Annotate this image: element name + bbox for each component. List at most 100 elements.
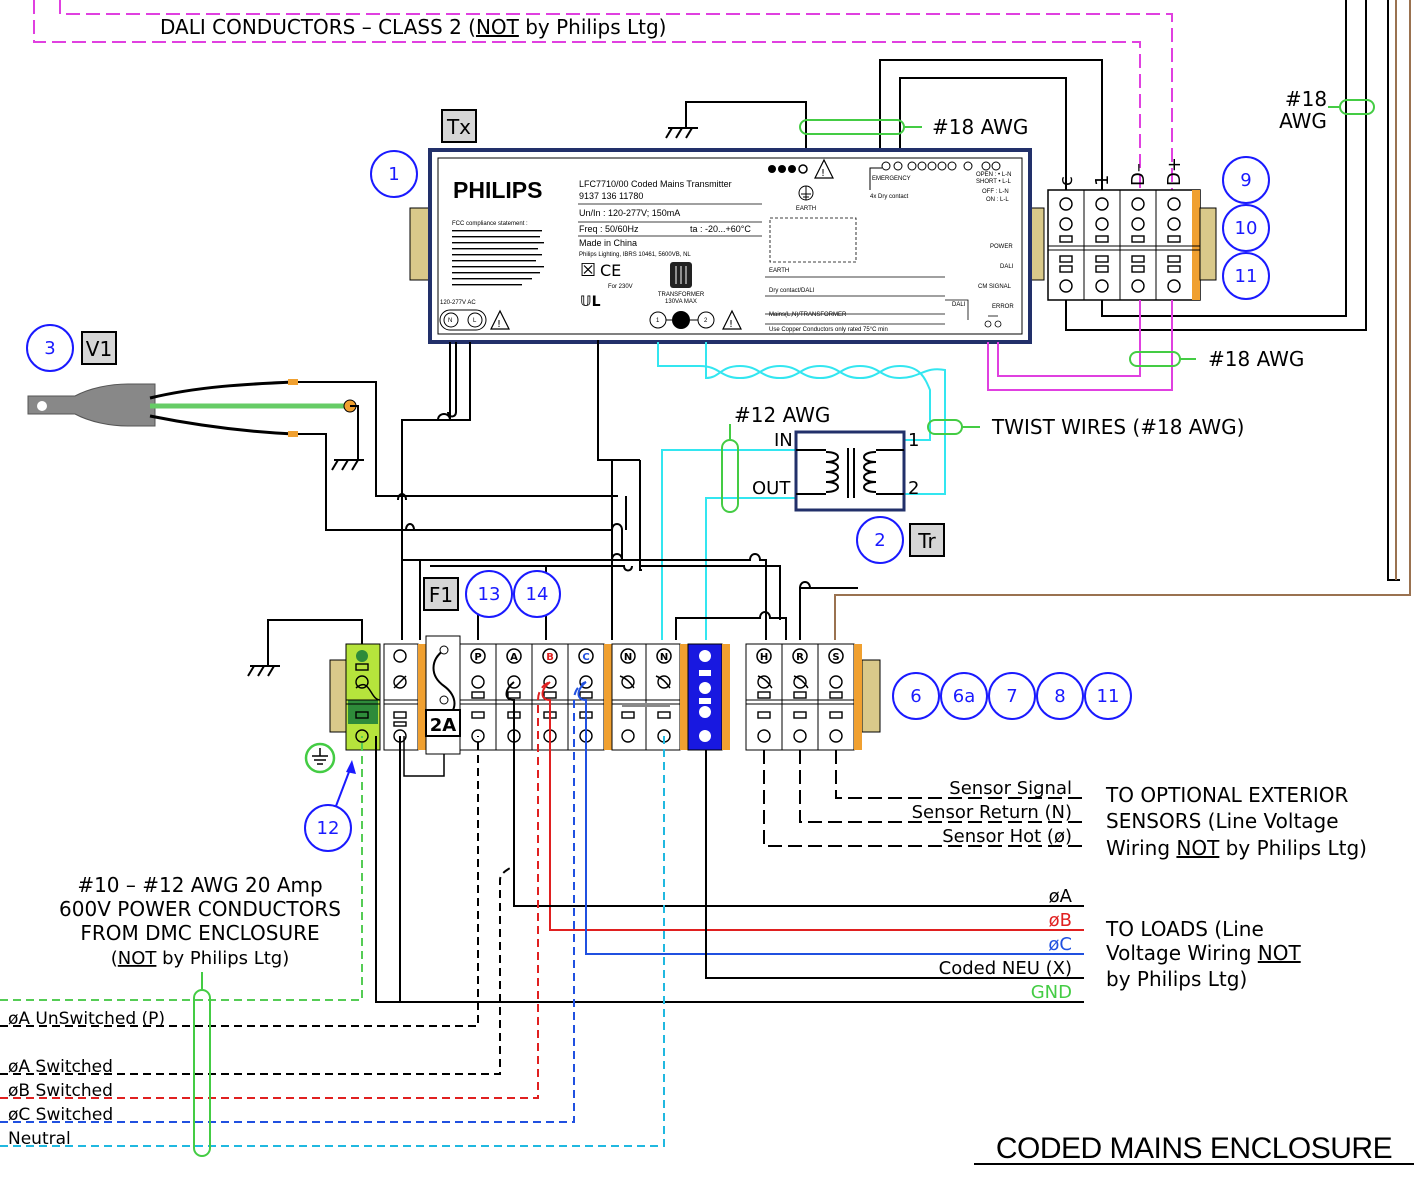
svg-text:R: R [796,652,804,663]
tx-tag [441,109,477,143]
svg-text:2: 2 [704,318,708,324]
feed-phase-a-switched: øA Switched [8,1057,113,1077]
svg-text:130VA MAX: 130VA MAX [665,299,697,305]
sensor-return-label: Sensor Return (N) [912,802,1072,823]
svg-text:7: 7 [1006,686,1017,707]
svg-text:EMERGENCY: EMERGENCY [872,176,911,182]
svg-text:B: B [546,652,554,663]
callout-13 [465,570,513,618]
load-ground: GND [1031,982,1072,1003]
load-phase-c: øC [1048,934,1072,955]
load-phase-a: øA [1049,886,1073,907]
svg-text:9: 9 [1240,170,1251,191]
callout-11b [1084,672,1132,720]
sensor-note-line3: Wiring NOT by Philips Ltg) [1106,836,1367,860]
ground-icon [304,742,336,774]
callout-14 [513,570,561,618]
callout-3 [26,324,74,372]
wire-bundle-ring [799,119,905,135]
warning-icon [490,309,510,330]
svg-text:10: 10 [1235,218,1258,239]
svg-text:14: 14 [526,584,549,605]
sensor-signal-label: Sensor Signal [949,778,1072,799]
svg-text:FCC compliance statement :: FCC compliance statement : [452,221,528,227]
svg-text:V1: V1 [86,337,112,361]
svg-text:!: ! [497,319,501,330]
svg-text:11: 11 [1097,686,1120,707]
philips-logo: PHILIPS [453,177,542,203]
awg18-right-label-2: AWG [1279,109,1327,133]
power-note-line3: FROM DMC ENCLOSURE [80,921,319,945]
svg-text:!: ! [729,319,733,330]
load-note-line2: Voltage Wiring NOT [1106,941,1301,965]
callout-10 [1222,204,1270,252]
warning-icon [722,309,742,330]
sensor-note-line1: TO OPTIONAL EXTERIOR [1105,783,1348,807]
callout-7 [988,672,1036,720]
tr-tag [909,523,945,557]
svg-text:6a: 6a [953,686,975,707]
dry-contact-terminals [869,161,1001,190]
transformer-in-label: IN [774,430,793,451]
svg-text:ta : -20...+60°C: ta : -20...+60°C [690,224,751,234]
power-note-line4: (NOT by Philips Ltg) [111,948,290,969]
main-terminal-labels: P A B C N N H R S [470,648,844,664]
load-note-line1: TO LOADS (Line [1105,917,1264,941]
svg-text:CM SIGNAL: CM SIGNAL [978,284,1012,290]
svg-text:EARTH: EARTH [769,268,789,274]
terminal-label-d-minus: D– [1128,163,1149,186]
svg-text:9137 136 11780: 9137 136 11780 [579,191,643,201]
svg-text:OFF : L-N: OFF : L-N [982,189,1009,195]
page-title: CODED MAINS ENCLOSURE [996,1132,1392,1165]
feed-neutral: Neutral [8,1129,71,1149]
transformer-pin-1: 1 [908,430,919,451]
svg-text:ON : L-L: ON : L-L [986,197,1009,203]
svg-text:H: H [760,652,768,663]
feed-phase-c-switched: øC Switched [8,1105,113,1125]
svg-text:13: 13 [478,584,501,605]
dali-terminal-block [1047,189,1217,301]
ul-mark-icon: 𝕌L [580,294,601,310]
transformer-terminals-icon [649,311,715,329]
terminal-label-d-plus: D+ [1164,157,1185,186]
terminal-label-c: c [1056,176,1077,186]
weee-icon: ☒ [580,260,596,281]
power-cord [27,379,357,437]
dali-conductors-label: DALI CONDUCTORS – CLASS 2 (NOT by Philip… [160,15,666,39]
svg-text:!: ! [821,168,825,179]
ground-symbol [665,127,698,139]
svg-text:Dry contact/DALI: Dry contact/DALI [769,288,815,294]
awg18-mid-label: #18 AWG [1208,347,1304,371]
status-led-icons: ! [768,158,834,179]
svg-text:11: 11 [1235,266,1258,287]
dali-conductors [33,0,1173,300]
awg18-top-label: #18 AWG [932,115,1028,139]
cm-signal-wires [657,342,946,640]
callout-11 [1222,252,1270,300]
svg-text:3: 3 [44,338,55,359]
callout-2 [856,516,904,564]
svg-text:Un/In : 120-277V; 150mA: Un/In : 120-277V; 150mA [579,208,680,218]
svg-text:TRANSFORMER: TRANSFORMER [658,292,705,298]
feed-phase-a-unswitched: øA UnSwitched (P) [8,1009,165,1029]
svg-text:2: 2 [874,530,885,551]
svg-text:4x Dry contact: 4x Dry contact [870,194,909,200]
ground-symbol [247,619,363,677]
svg-text:P: P [474,652,481,663]
load-note-line3: by Philips Ltg) [1106,967,1247,991]
n-l-terminals-icon [439,309,487,331]
f1-tag [423,577,459,611]
load-phase-b: øB [1049,910,1072,931]
svg-text:6: 6 [910,686,921,707]
svg-text:S: S [832,652,839,663]
callout-12 [304,804,352,852]
svg-text:Tx: Tx [446,115,471,139]
svg-text:L: L [473,318,477,324]
callout-6a [940,672,988,720]
isolation-transformer [794,430,906,512]
earth-icon [798,185,814,201]
svg-text:OPEN : • L-N: OPEN : • L-N [976,172,1011,178]
svg-text:2A: 2A [430,715,457,736]
svg-text:POWER: POWER [990,244,1013,250]
